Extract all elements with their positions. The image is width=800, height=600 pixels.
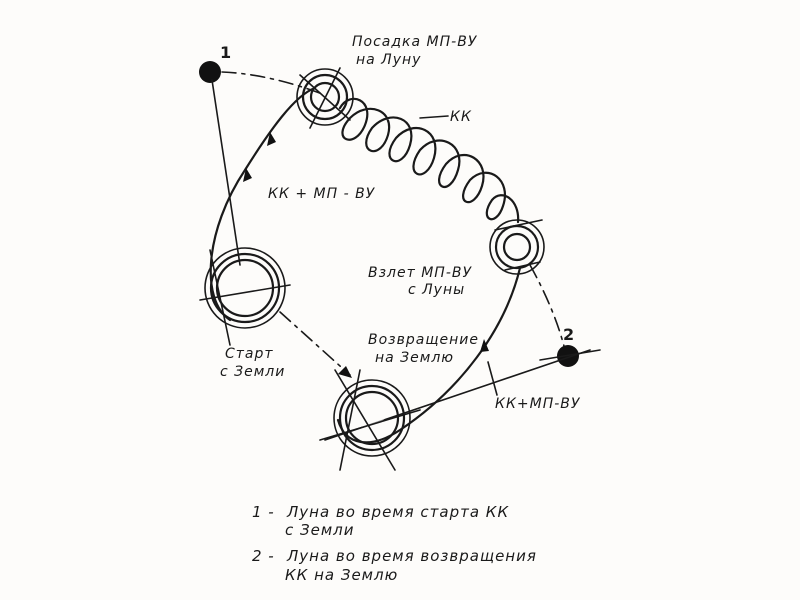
kk-lunar-orbit-helix xyxy=(338,97,520,224)
moon-takeoff-node xyxy=(489,219,545,275)
label-kk-mp-vu-return: КК+МП-ВУ xyxy=(495,396,581,412)
label-start-line1: Старт xyxy=(225,346,274,362)
moon-landing-node xyxy=(296,67,354,129)
earth-return xyxy=(319,369,421,471)
return-trajectory xyxy=(336,266,522,444)
return-arrow xyxy=(480,339,489,352)
dash-takeoff-to-moon2 xyxy=(529,264,566,351)
label-landing-line1: Посадка МП-ВУ xyxy=(352,34,478,50)
label-start-line2: с Земли xyxy=(220,364,285,380)
outbound-trajectory xyxy=(209,86,317,322)
return-pointer-line xyxy=(487,361,498,396)
kk-pointer-line xyxy=(419,115,449,119)
label-landing-line2: на Луну xyxy=(356,52,421,68)
label-moon-position-1: 1 xyxy=(220,43,232,62)
legend-2-number: 2 - xyxy=(252,547,275,565)
line-moon1-to-earth xyxy=(211,79,241,266)
dash-earth-movement xyxy=(279,311,351,376)
legend-2-line2: КК на Землю xyxy=(285,566,398,584)
label-kk-mp-vu-outbound: КК + МП - ВУ xyxy=(268,186,376,202)
label-return-line1: Возвращение xyxy=(368,332,479,348)
label-takeoff-line1: Взлет МП-ВУ xyxy=(368,265,472,281)
label-moon-position-2: 2 xyxy=(563,325,575,344)
legend: 1 - Луна во время старта КК с Земли 2 - … xyxy=(252,503,537,584)
label-kk: КК xyxy=(450,109,472,125)
legend-1-line2: с Земли xyxy=(285,521,355,539)
outbound-arrow-2 xyxy=(267,132,276,146)
label-return-line2: на Землю xyxy=(375,350,454,366)
legend-2-line1: Луна во время возвращения xyxy=(286,547,537,565)
label-takeoff-line2: с Луны xyxy=(408,282,465,298)
tick-moon2 xyxy=(539,349,601,361)
moon-position-1 xyxy=(199,61,221,83)
legend-1-number: 1 - xyxy=(252,503,275,521)
legend-1-line1: Луна во время старта КК xyxy=(286,503,509,521)
outbound-arrow-1 xyxy=(243,168,252,182)
earth-movement-arrow xyxy=(338,366,352,378)
